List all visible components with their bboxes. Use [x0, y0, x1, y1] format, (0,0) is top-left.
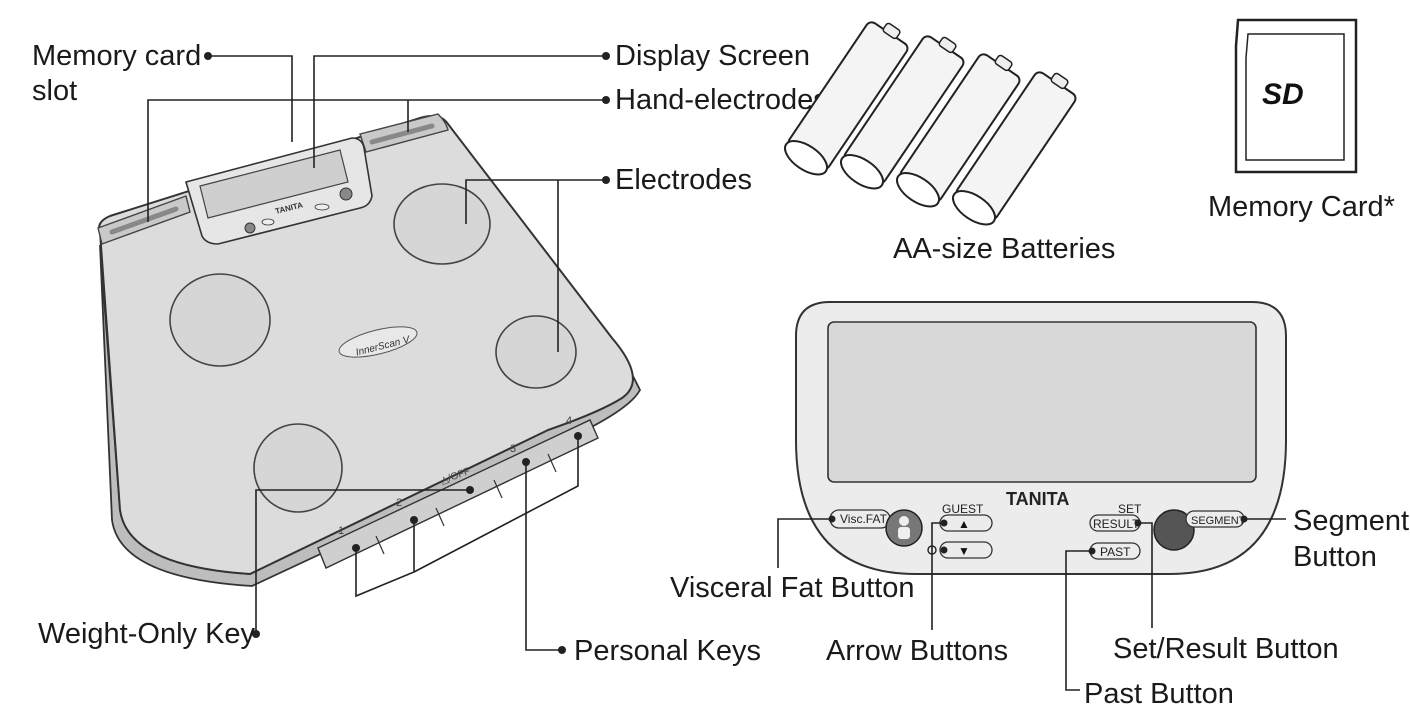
label-electrodes: Electrodes — [615, 164, 752, 196]
result-label: RESULT — [1093, 517, 1140, 531]
label-aa-batteries: AA-size Batteries — [893, 233, 1115, 265]
label-past-button: Past Button — [1084, 678, 1234, 710]
foot-electrode-top-left — [169, 273, 271, 367]
key-number-1: 1 — [338, 525, 344, 537]
visceral-fat-button-text: Visc.FAT — [840, 512, 888, 526]
key-number-3: 3 — [510, 443, 516, 455]
label-display-screen: Display Screen — [615, 40, 810, 72]
key-number-4: 4 — [566, 415, 572, 427]
label-memory-card-slot-line1: Memory card — [32, 40, 201, 72]
up-arrow-glyph: ▲ — [958, 517, 970, 531]
label-segment-button-line1: Segment — [1293, 505, 1409, 537]
aa-battery-icon — [784, 21, 1077, 226]
scale-illustration: TANITA InnerScan V 1 2 △/OFF 3 4 — [97, 113, 642, 587]
scale-leaders — [147, 52, 610, 654]
label-set-result-button: Set/Result Button — [1113, 633, 1339, 665]
foot-electrode-top-right — [393, 183, 491, 265]
label-visceral-fat-button: Visceral Fat Button — [670, 572, 914, 604]
label-segment-button-line2: Button — [1293, 541, 1377, 573]
down-arrow-button[interactable] — [939, 541, 993, 559]
past-label: PAST — [1100, 545, 1131, 559]
panel-leaders — [777, 515, 1286, 691]
panel-display-screen — [827, 321, 1257, 483]
foot-electrode-bottom-right — [495, 315, 577, 389]
scale-display-screen — [199, 149, 349, 219]
segment-round-button[interactable] — [1153, 509, 1195, 551]
sd-card-icon: SD — [1234, 18, 1358, 174]
label-personal-keys: Personal Keys — [574, 635, 761, 667]
label-memory-card-slot-line2: slot — [32, 75, 77, 107]
set-label: SET — [1118, 502, 1142, 516]
foot-electrode-bottom-left — [253, 423, 343, 513]
key-number-2: 2 — [396, 497, 402, 509]
label-arrow-buttons: Arrow Buttons — [826, 635, 1008, 667]
label-hand-electrodes: Hand-electrodes — [615, 84, 828, 116]
label-weight-only-key: Weight-Only Key — [38, 618, 256, 650]
segment-label: SEGMENT — [1191, 515, 1246, 527]
panel-brand: TANITA — [1006, 489, 1069, 509]
guest-label: GUEST — [942, 502, 984, 516]
scale-display-button — [339, 187, 353, 201]
sd-logo: SD — [1262, 78, 1304, 111]
control-panel: TANITA Visc.FAT GUEST ▲ ▼ SET RESULT PAS… — [795, 301, 1287, 575]
person-icon — [899, 516, 909, 526]
label-memory-card: Memory Card* — [1208, 191, 1395, 223]
model-badge — [338, 326, 418, 358]
key-strip — [317, 419, 599, 569]
down-arrow-glyph: ▼ — [958, 544, 970, 558]
